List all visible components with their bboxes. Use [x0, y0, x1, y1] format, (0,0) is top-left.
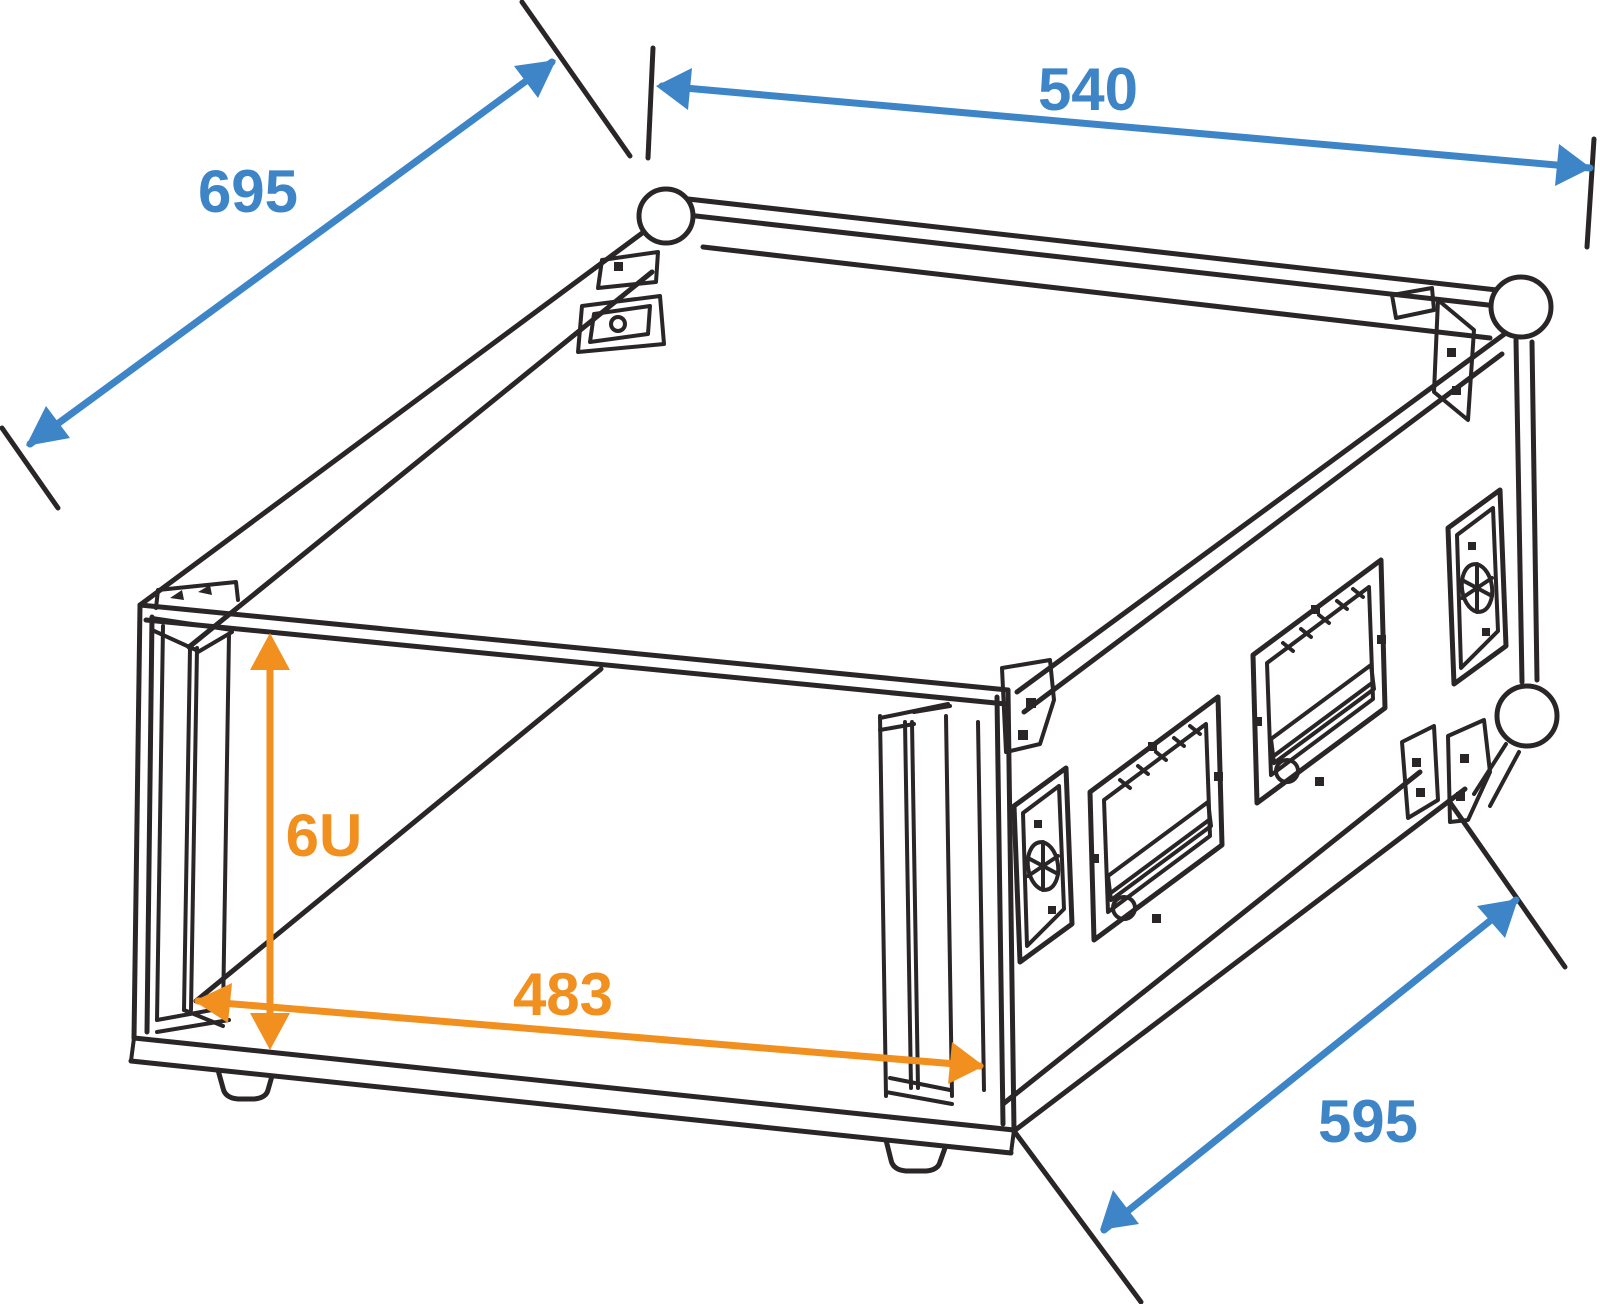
dimension-line — [26, 58, 556, 448]
extension-line — [1584, 136, 1597, 250]
edge-top-right-outer — [1014, 327, 1513, 695]
right-rack-rail — [878, 702, 986, 1106]
lid-hinge-back-right — [1390, 286, 1476, 422]
extension-line — [0, 425, 61, 511]
arrowhead-right — [1555, 144, 1591, 186]
edge-top-front-outer — [137, 602, 1011, 693]
edge-top-back-outer — [685, 196, 1500, 293]
dimension-line — [658, 82, 1594, 172]
edge-side-bottom-inner — [1000, 769, 1423, 1107]
arrowhead-left — [194, 983, 232, 1023]
case-foot-right — [883, 1137, 948, 1174]
recessed-handle-rear — [1253, 560, 1386, 803]
edge-front-right-outer — [1005, 687, 1017, 1133]
edge-top-back-seam — [700, 244, 1493, 341]
edge-front-left-outer — [131, 602, 143, 1041]
ball-corner-back-left — [636, 186, 696, 246]
interior-perspective-line — [193, 666, 604, 1004]
ball-corner-bottom-right — [1494, 683, 1560, 749]
dimension-label-540: 540 — [1038, 56, 1138, 123]
corner-brace-front-top — [1000, 658, 1056, 754]
dimension-695: 695 — [0, 0, 633, 511]
dimension-label-483: 483 — [513, 961, 613, 1028]
edge-side-bottom-outer — [1011, 786, 1468, 1134]
dimension-483: 483 — [194, 961, 984, 1084]
left-rack-rail — [150, 616, 234, 1034]
lid-hinge-front-left — [154, 580, 240, 610]
edge-front-bottom-lower — [128, 1058, 1014, 1156]
right-rail-bottom-bracket — [884, 1076, 954, 1106]
extension-line — [519, 0, 633, 159]
open-front-rack-bay — [128, 602, 1017, 1156]
arrowhead-top — [1477, 899, 1518, 938]
edge-side-back-outer — [1513, 337, 1525, 685]
dimension-label-595: 595 — [1318, 1088, 1418, 1155]
extension-line — [1446, 798, 1568, 970]
edge-top-front-inner — [143, 617, 1009, 707]
lid-hinge-back-left — [596, 250, 660, 290]
corner-brace-bottom-mid — [1400, 724, 1440, 820]
dimension-6u: 6U — [250, 633, 362, 1050]
ball-corner-back-right — [1488, 274, 1554, 340]
arrowhead-bottom — [26, 406, 70, 446]
edge-top-left-seam — [186, 269, 655, 650]
case-foot-left — [215, 1067, 275, 1102]
arrowhead-right — [948, 1042, 984, 1084]
right-rail-top-bracket — [878, 702, 952, 732]
arrowhead-top — [514, 60, 556, 98]
edge-front-left-inner — [144, 614, 155, 1035]
dimension-label-695: 695 — [198, 158, 298, 225]
dimension-line — [194, 997, 984, 1070]
extension-line — [645, 45, 656, 161]
arrowhead-bottom — [1100, 1190, 1139, 1230]
case-body — [128, 186, 1560, 1174]
arrowhead-down — [250, 1013, 290, 1050]
edge-top-left-outer — [137, 228, 648, 608]
edge-top-right-seam — [1021, 351, 1505, 715]
butterfly-latch-front — [1014, 768, 1072, 962]
edge-top-back-inner — [684, 212, 1500, 309]
edge-side-back-inner — [1529, 339, 1540, 683]
latch-back-left — [576, 294, 666, 354]
edge-front-right-inner — [994, 694, 1006, 1127]
arrowhead-up — [250, 633, 290, 670]
arrowhead-left — [656, 68, 692, 110]
butterfly-latch-rear — [1448, 490, 1506, 684]
dimension-595: 595 — [1011, 798, 1568, 1304]
right-side-panel — [1000, 337, 1540, 1134]
corner-brace-bottom-back — [1446, 718, 1492, 824]
extension-line — [1011, 1128, 1144, 1304]
left-rail-top-bracket — [150, 616, 234, 654]
dimension-line — [1100, 896, 1520, 1234]
lid-top-face — [137, 196, 1513, 715]
recessed-handle-front — [1090, 697, 1223, 940]
edge-front-bottom-upper — [131, 1035, 1017, 1133]
dimension-540: 540 — [645, 45, 1597, 250]
dimension-label-6u: 6U — [286, 802, 363, 869]
